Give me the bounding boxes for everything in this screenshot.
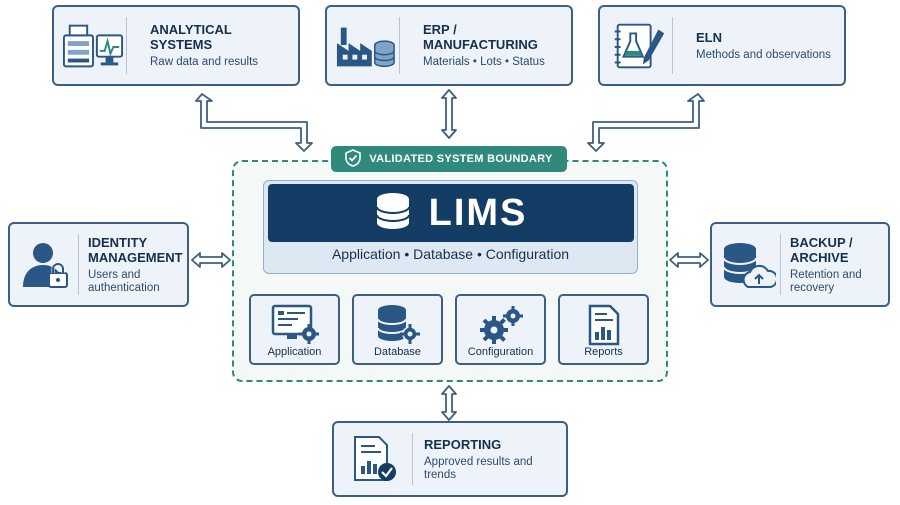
boundary-badge: VALIDATED SYSTEM BOUNDARY: [331, 146, 567, 172]
backup-archive-box: BACKUP / ARCHIVE Retention and recovery: [710, 222, 890, 307]
analytical-systems-box: ANALYTICAL SYSTEMS Raw data and results: [52, 5, 300, 86]
eln-box: ELN Methods and observations: [598, 5, 846, 86]
analytical-subtitle: Raw data and results: [150, 56, 259, 68]
database-cloud-icon: [718, 224, 778, 305]
component-application: Application: [249, 294, 340, 365]
erp-subtitle: Materials • Lots • Status: [423, 56, 545, 68]
arrow-erp: [441, 89, 457, 139]
arrow-eln: [587, 93, 705, 152]
lims-subtitle: Application • Database • Configuration: [331, 246, 570, 262]
component-database: Database: [352, 294, 443, 365]
lims-title: LIMS: [428, 191, 528, 234]
factory-icon: [335, 7, 397, 84]
reporting-title: REPORTING: [424, 436, 502, 452]
user-lock-icon: [16, 224, 76, 305]
shield-check-icon: [345, 148, 362, 170]
application-monitor-gear-icon: [251, 304, 338, 346]
reporting-box: REPORTING Approved results and trends: [332, 421, 568, 497]
identity-management-box: IDENTITY MANAGEMENT Users and authentica…: [8, 222, 189, 307]
component-configuration: Configuration: [455, 294, 546, 365]
identity-title: IDENTITY MANAGEMENT: [88, 234, 183, 265]
erp-title: ERP / MANUFACTURING: [423, 22, 538, 52]
report-chart-icon: [560, 304, 647, 346]
component-reports: Reports: [558, 294, 649, 365]
erp-manufacturing-box: ERP / MANUFACTURING Materials • Lots • S…: [325, 5, 573, 86]
gears-icon: [457, 304, 544, 346]
boundary-label: VALIDATED SYSTEM BOUNDARY: [369, 153, 553, 165]
arrow-reporting: [441, 385, 457, 421]
notebook-flask-icon: [608, 7, 670, 84]
database-gear-icon: [354, 304, 441, 346]
backup-subtitle: Retention and recovery: [790, 268, 862, 294]
eln-subtitle: Methods and observations: [696, 48, 831, 61]
arrow-backup: [669, 252, 709, 268]
arrow-identity: [191, 252, 231, 268]
component-label: Reports: [584, 346, 623, 358]
backup-title: BACKUP / ARCHIVE: [790, 234, 853, 265]
component-label: Configuration: [467, 346, 534, 358]
component-label: Database: [373, 346, 422, 358]
lab-instrument-icon: [62, 7, 124, 84]
arrow-analytical: [195, 93, 313, 152]
analytical-title: ANALYTICAL SYSTEMS: [150, 22, 232, 52]
database-icon: [375, 192, 411, 235]
identity-subtitle: Users and authentication: [88, 268, 160, 294]
lims-banner: LIMS: [268, 184, 634, 242]
reporting-subtitle: Approved results and trends: [424, 455, 533, 481]
report-check-icon: [342, 423, 404, 495]
component-label: Application: [267, 346, 322, 358]
eln-title: ELN: [696, 29, 722, 45]
